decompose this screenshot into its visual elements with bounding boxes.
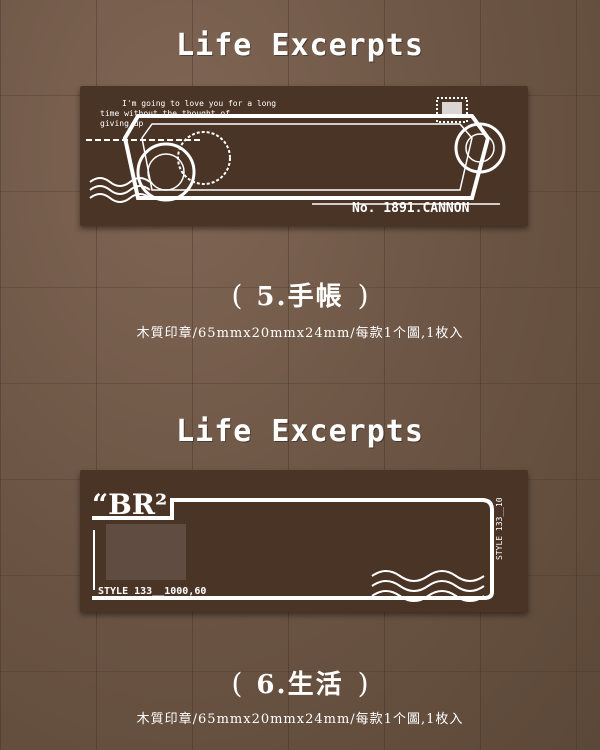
stamp-artwork: “BR² STYLE 133__10 STYLE 133__1000,60 <box>92 488 504 602</box>
stamp-label: STYLE 133__1000,60 <box>98 586 206 597</box>
stamp-logo: “BR² <box>92 488 167 521</box>
product-caption: (6.生活) <box>231 667 369 700</box>
stamp-text-line-3: giving up <box>100 119 144 128</box>
stamp-artwork: I'm going to love you for a long time wi… <box>86 97 506 216</box>
product-caption: (5.手帳) <box>231 279 369 312</box>
caption-text: 6.生活 <box>256 670 344 700</box>
stamp-text-line-1: I'm going to love you for a long <box>122 99 276 108</box>
product-title: Life Excerpts <box>176 28 424 63</box>
stamp-block: I'm going to love you for a long time wi… <box>80 86 528 226</box>
stamp-side-label: STYLE 133__10 <box>495 497 504 560</box>
stamp-block: “BR² STYLE 133__10 STYLE 133__1000,60 <box>80 470 528 612</box>
stamp-label: No. 1891.CANNON <box>352 201 470 216</box>
caption-text: 5.手帳 <box>256 282 344 312</box>
product-spec: 木質印章/65mmx20mmx24mm/每款1个圖,1枚入 <box>136 326 464 341</box>
product-spec: 木質印章/65mmx20mmx24mm/每款1个圖,1枚入 <box>136 712 464 727</box>
product-title: Life Excerpts <box>176 414 424 449</box>
stamp-text-line-2: time without the thought of <box>100 109 230 118</box>
